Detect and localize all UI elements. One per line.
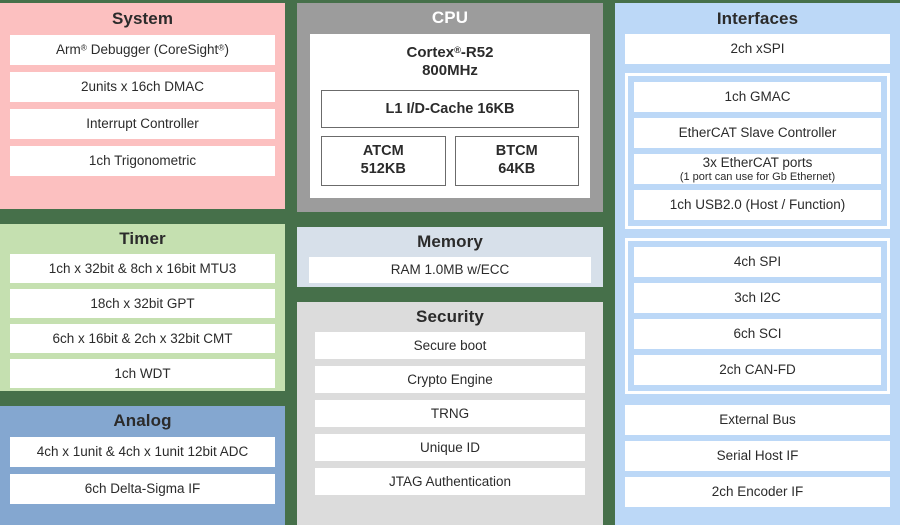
item-label: 1ch WDT [114,365,171,381]
block-timer-items: 1ch x 32bit & 8ch x 16bit MTU3 18ch x 32… [0,247,285,388]
item-label: EtherCAT Slave Controller [678,125,837,141]
block-memory-title: Memory [417,232,483,251]
item-label: 6ch x 16bit & 2ch x 32bit CMT [52,330,233,346]
list-item: Secure boot [315,332,585,359]
item-label: Secure boot [413,337,487,353]
block-interfaces: Interfaces 2ch xSPI 1ch GMAC EtherCAT Sl… [612,0,900,525]
item-label: 6ch Delta-Sigma IF [84,481,201,497]
block-security: Security Secure boot Crypto Engine TRNG … [294,299,606,525]
item-label: RAM 1.0MB w/ECC [390,262,510,278]
block-timer: Timer 1ch x 32bit & 8ch x 16bit MTU3 18c… [0,221,288,394]
item-label: 18ch x 32bit GPT [90,295,195,311]
list-item: 18ch x 32bit GPT [10,289,275,318]
cpu-tcm-size: 64KB [498,160,536,177]
item-label: 2ch CAN-FD [719,362,796,378]
list-item: 3ch I2C [634,283,881,313]
list-item: 2ch Encoder IF [625,477,890,507]
list-item: 2units x 16ch DMAC [10,72,275,102]
block-analog-items: 4ch x 1unit & 4ch x 1unit 12bit ADC 6ch … [0,429,285,504]
block-security-items: Secure boot Crypto Engine TRNG Unique ID… [297,325,603,495]
cpu-tcm-box: BTCM 64KB [454,135,579,186]
cpu-cache-box: L1 I/D-Cache 16KB [321,89,579,128]
item-label: External Bus [719,412,796,428]
interfaces-network-group: 1ch GMAC EtherCAT Slave Controller 3x Et… [625,73,890,229]
list-item: TRNG [315,400,585,427]
item-label: Crypto Engine [407,371,493,387]
list-item: EtherCAT Slave Controller [634,118,881,148]
item-label: Arm® Debugger (CoreSight®) [56,42,229,58]
list-item: 1ch GMAC [634,82,881,112]
block-interfaces-items: 2ch xSPI 1ch GMAC EtherCAT Slave Control… [615,27,900,507]
item-label: 2units x 16ch DMAC [80,79,205,95]
item-label: 6ch SCI [733,326,782,342]
cpu-tcm-name: ATCM [362,143,404,160]
item-sublabel: (1 port can use for Gb Ethernet) [679,170,836,183]
list-item: RAM 1.0MB w/ECC [309,257,591,283]
list-item: 1ch USB2.0 (Host / Function) [634,190,881,220]
list-item: 6ch SCI [634,319,881,349]
block-memory: Memory RAM 1.0MB w/ECC [294,224,606,290]
list-item: 6ch Delta-Sigma IF [10,474,275,504]
list-item: 2ch xSPI [625,34,890,64]
list-item: Interrupt Controller [10,109,275,139]
block-interfaces-title: Interfaces [716,9,799,28]
item-label: 4ch SPI [733,254,782,270]
cpu-tcm-size: 512KB [360,160,406,177]
item-label: 2ch xSPI [730,41,785,57]
list-item: Crypto Engine [315,366,585,393]
list-item: Unique ID [315,434,585,461]
list-item: 1ch WDT [10,359,275,388]
list-item: 3x EtherCAT ports (1 port can use for Gb… [634,154,881,184]
list-item: Serial Host IF [625,441,890,471]
block-memory-items: RAM 1.0MB w/ECC [297,250,603,283]
item-label: 1ch x 32bit & 8ch x 16bit MTU3 [48,260,237,276]
list-item: 4ch SPI [634,247,881,277]
block-system: System Arm® Debugger (CoreSight®) 2units… [0,0,288,212]
item-label: 3ch I2C [734,290,781,306]
list-item: 1ch x 32bit & 8ch x 16bit MTU3 [10,254,275,283]
list-item: Arm® Debugger (CoreSight®) [10,35,275,65]
block-cpu-title: CPU [431,8,469,27]
list-item: 4ch x 1unit & 4ch x 1unit 12bit ADC [10,437,275,467]
item-label: Unique ID [419,439,481,455]
item-label: 1ch USB2.0 (Host / Function) [669,197,846,213]
interfaces-trailing-group: External Bus Serial Host IF 2ch Encoder … [625,405,890,507]
block-system-items: Arm® Debugger (CoreSight®) 2units x 16ch… [0,27,285,176]
list-item: External Bus [625,405,890,435]
item-label: TRNG [430,405,470,421]
item-label: 2ch Encoder IF [711,484,804,500]
cpu-tcm-row: ATCM 512KB BTCM 64KB [321,135,579,186]
item-label: 3x EtherCAT ports [702,155,813,171]
block-analog-title: Analog [113,411,172,430]
item-label: JTAG Authentication [388,473,512,489]
list-item: 6ch x 16bit & 2ch x 32bit CMT [10,324,275,353]
item-label: 1ch GMAC [724,89,791,105]
item-label: 4ch x 1unit & 4ch x 1unit 12bit ADC [36,444,249,460]
cpu-core-identity: Cortex®-R52 800MHz [321,44,579,81]
block-cpu: CPU Cortex®-R52 800MHz L1 I/D-Cache 16KB… [294,0,606,215]
item-label: 1ch Trigonometric [88,153,197,169]
interfaces-solo-group: 2ch xSPI [625,34,890,64]
block-analog: Analog 4ch x 1unit & 4ch x 1unit 12bit A… [0,403,288,525]
item-label: Interrupt Controller [86,116,199,132]
cpu-tcm-box: ATCM 512KB [321,135,446,186]
block-system-title: System [111,9,174,28]
list-item: 1ch Trigonometric [10,146,275,176]
item-label: Serial Host IF [716,448,799,464]
block-timer-title: Timer [119,229,166,248]
cpu-core-panel: Cortex®-R52 800MHz L1 I/D-Cache 16KB ATC… [310,34,590,198]
list-item: 2ch CAN-FD [634,355,881,385]
cpu-core-clock: 800MHz [422,62,478,80]
cpu-core-name: Cortex®-R52 [406,44,494,61]
list-item: JTAG Authentication [315,468,585,495]
cpu-tcm-name: BTCM [495,143,538,160]
interfaces-serial-group: 4ch SPI 3ch I2C 6ch SCI 2ch CAN-FD [625,238,890,394]
block-security-title: Security [416,307,484,326]
